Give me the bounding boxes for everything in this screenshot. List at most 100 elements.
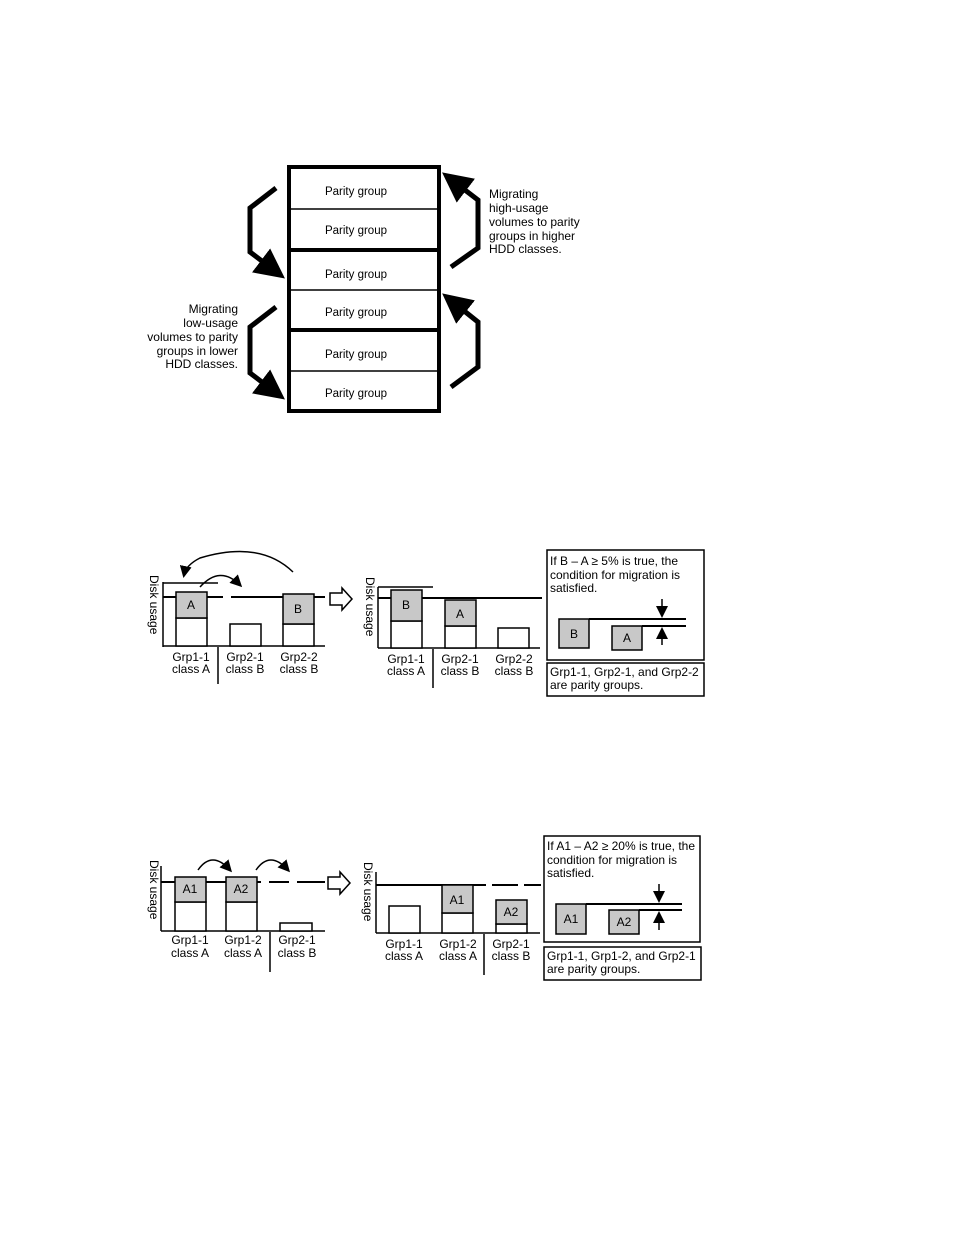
note-text: are parity groups. <box>550 678 643 692</box>
figure3-condition-box: If A1 – A2 ≥ 20% is true, the condition … <box>543 835 702 981</box>
note-low-usage: HDD classes. <box>165 357 238 371</box>
group-name: Grp2-2 <box>280 650 318 664</box>
usage-bar <box>495 923 528 934</box>
usage-bar <box>497 627 530 649</box>
usage-bar <box>390 620 423 649</box>
group-name: Grp1-1 <box>171 933 209 947</box>
parity-group-label: Parity group <box>325 225 387 237</box>
condition-text: satisfied. <box>547 866 594 880</box>
usage-bar <box>175 617 208 647</box>
usage-bar <box>444 625 477 649</box>
group-name: Grp2-1 <box>278 933 316 947</box>
usage-bar <box>441 912 474 934</box>
note-high-usage: high-usage <box>489 201 549 215</box>
volume-a1 <box>441 884 474 914</box>
transition-arrow-icon <box>329 586 354 612</box>
group-name: Grp2-1 <box>441 652 479 666</box>
group-class: class A <box>439 949 477 963</box>
volume-label: A1 <box>183 882 198 896</box>
note-box <box>546 662 705 697</box>
volume-a1 <box>555 903 587 935</box>
group-name: Grp1-1 <box>387 652 425 666</box>
group-name: Grp2-1 <box>492 937 530 951</box>
note-low-usage: low-usage <box>183 316 238 330</box>
volume-label: B <box>570 627 578 641</box>
usage-bar <box>225 901 258 932</box>
volume-label: B <box>294 602 302 616</box>
migration-arrow-icon <box>199 574 243 588</box>
volume-label: A2 <box>617 915 632 929</box>
group-name: Grp2-2 <box>495 652 533 666</box>
volume-b <box>558 618 590 649</box>
group-class: class B <box>495 664 534 678</box>
note-low-usage: groups in lower <box>157 344 238 358</box>
arrow-up-icon <box>442 172 481 270</box>
condition-text: satisfied. <box>550 581 597 595</box>
migration-arrow-icon <box>179 550 294 578</box>
volume-a2 <box>608 909 640 935</box>
figure2-condition-box: If B – A ≥ 5% is true, the condition for… <box>546 549 705 697</box>
usage-bar <box>388 905 421 934</box>
volume-label: A1 <box>564 912 579 926</box>
y-axis-label: Disk usage <box>147 860 161 920</box>
group-name: Grp1-2 <box>224 933 262 947</box>
group-class: class A <box>385 949 423 963</box>
volume-b <box>390 589 423 622</box>
condition-text: condition for migration is <box>550 568 680 582</box>
figure3-after: Disk usage A1 A2 Grp1-1 class A Grp1-2 c… <box>361 862 541 975</box>
usage-bar <box>174 901 207 932</box>
group-class: class B <box>492 949 531 963</box>
volume-a2 <box>225 876 258 903</box>
group-class: class B <box>278 946 317 960</box>
note-high-usage: volumes to parity <box>489 215 580 229</box>
parity-group-label: Parity group <box>325 307 387 319</box>
condition-text: condition for migration is <box>547 853 677 867</box>
parity-group-label: Parity group <box>325 388 387 400</box>
y-axis-label: Disk usage <box>147 575 161 635</box>
volume-a2 <box>495 899 528 925</box>
volume-label: A <box>623 631 631 645</box>
note-high-usage: HDD classes. <box>489 242 562 256</box>
volume-a <box>175 591 208 619</box>
parity-group-label: Parity group <box>325 349 387 361</box>
group-name: Grp1-1 <box>172 650 210 664</box>
arrow-down-icon <box>247 305 285 400</box>
arrow-up-icon <box>442 293 481 390</box>
y-axis-label: Disk usage <box>363 577 377 637</box>
group-class: class A <box>172 662 210 676</box>
volume-a <box>611 625 643 651</box>
figure2-after: Disk usage B A Grp1-1 class A Grp2-1 cla… <box>363 577 542 688</box>
parity-group-label: Parity group <box>325 186 387 198</box>
note-text: are parity groups. <box>547 962 640 976</box>
volume-label: A2 <box>234 882 249 896</box>
note-text: Grp1-1, Grp2-1, and Grp2-2 <box>550 665 699 679</box>
volume-label: A2 <box>504 905 519 919</box>
condition-text: If B – A ≥ 5% is true, the <box>550 554 678 568</box>
group-class: class A <box>387 664 425 678</box>
usage-bar <box>282 623 315 647</box>
parity-group-label: Parity group <box>325 269 387 281</box>
stack-outline <box>287 165 441 413</box>
y-axis-label: Disk usage <box>361 862 375 922</box>
volume-label: A <box>187 598 195 612</box>
migration-arrow-icon <box>255 859 291 873</box>
note-high-usage: Migrating <box>489 187 538 201</box>
usage-bar <box>229 623 262 647</box>
figure3-before: Disk usage A1 A2 Grp1-1 class A Grp1-2 c… <box>147 859 352 972</box>
group-class: class B <box>441 664 480 678</box>
volume-label: A <box>456 607 464 621</box>
volume-a <box>444 599 477 627</box>
note-box <box>543 946 702 981</box>
volume-a1 <box>174 876 207 903</box>
transition-arrow-icon <box>327 870 352 896</box>
group-name: Grp1-1 <box>385 937 423 951</box>
group-class: class B <box>226 662 265 676</box>
migration-arrow-icon <box>197 859 233 873</box>
note-text: Grp1-1, Grp1-2, and Grp2-1 <box>547 949 696 963</box>
usage-bar <box>279 922 313 932</box>
arrow-down-icon <box>247 186 285 279</box>
group-class: class A <box>224 946 262 960</box>
figure2-before: Disk usage A B Grp1-1 class A Grp2-1 cla… <box>147 550 354 684</box>
volume-label: B <box>402 598 410 612</box>
